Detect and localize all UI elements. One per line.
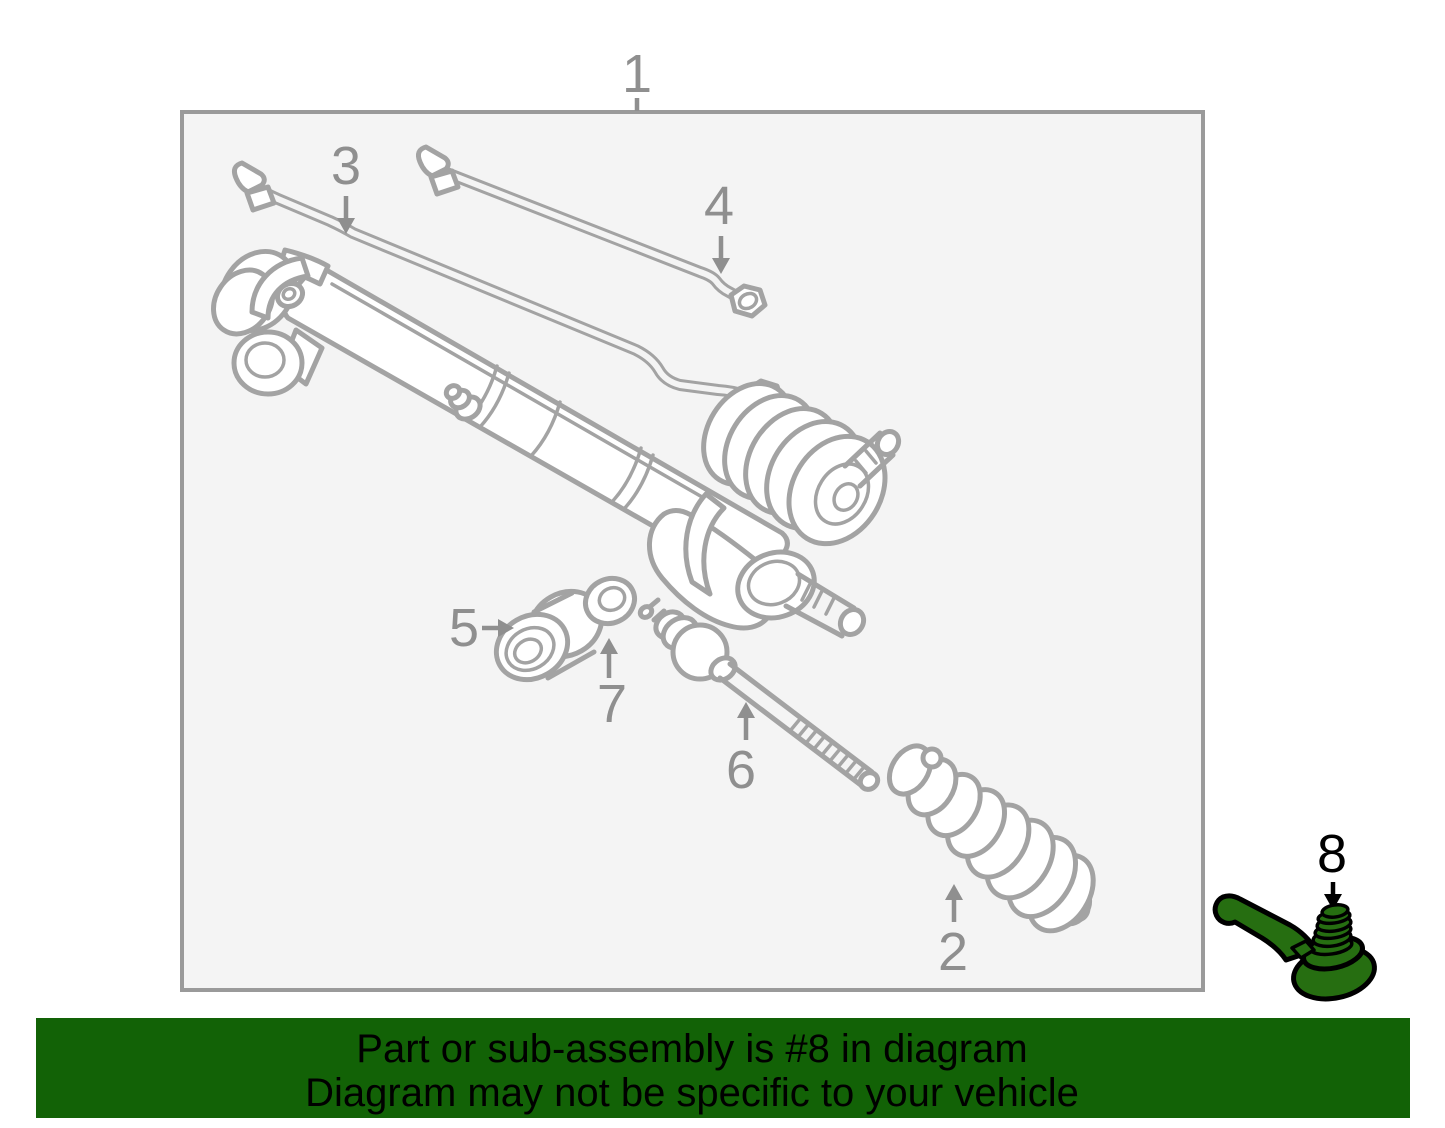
bellows-boot (886, 743, 1096, 934)
pinion-housing (647, 491, 867, 639)
valve-body (701, 381, 902, 547)
callout-4-label: 4 (704, 176, 734, 236)
pressure-pipe-4 (416, 144, 768, 319)
callout-3-label: 3 (331, 136, 361, 196)
bushing (493, 588, 605, 683)
highlight-banner: Part or sub-assembly is #8 in diagram Di… (36, 1018, 1410, 1118)
banner-line-1: Part or sub-assembly is #8 in diagram (356, 1027, 1028, 1071)
banner-line-2: Diagram may not be specific to your vehi… (305, 1071, 1079, 1115)
callout-7-label: 7 (597, 674, 627, 734)
callout-1: 1 (622, 44, 652, 111)
callout-5-label: 5 (449, 598, 479, 658)
callout-6: 6 (726, 702, 756, 800)
callout-8-label: 8 (1317, 824, 1347, 884)
callout-2: 2 (938, 884, 968, 982)
callout-4: 4 (704, 176, 734, 274)
callout-2-label: 2 (938, 922, 968, 982)
callout-8: 8 (1317, 824, 1347, 910)
callout-1-label: 1 (622, 44, 652, 104)
highlighted-part-tie-rod-end[interactable] (1212, 893, 1379, 1006)
callout-7: 7 (597, 638, 627, 734)
mounting-bracket (211, 247, 331, 397)
callout-3: 3 (331, 136, 361, 234)
inner-tie-rod (637, 597, 881, 792)
callout-5: 5 (449, 598, 514, 658)
callout-6-label: 6 (726, 740, 756, 800)
grommet (583, 575, 637, 627)
